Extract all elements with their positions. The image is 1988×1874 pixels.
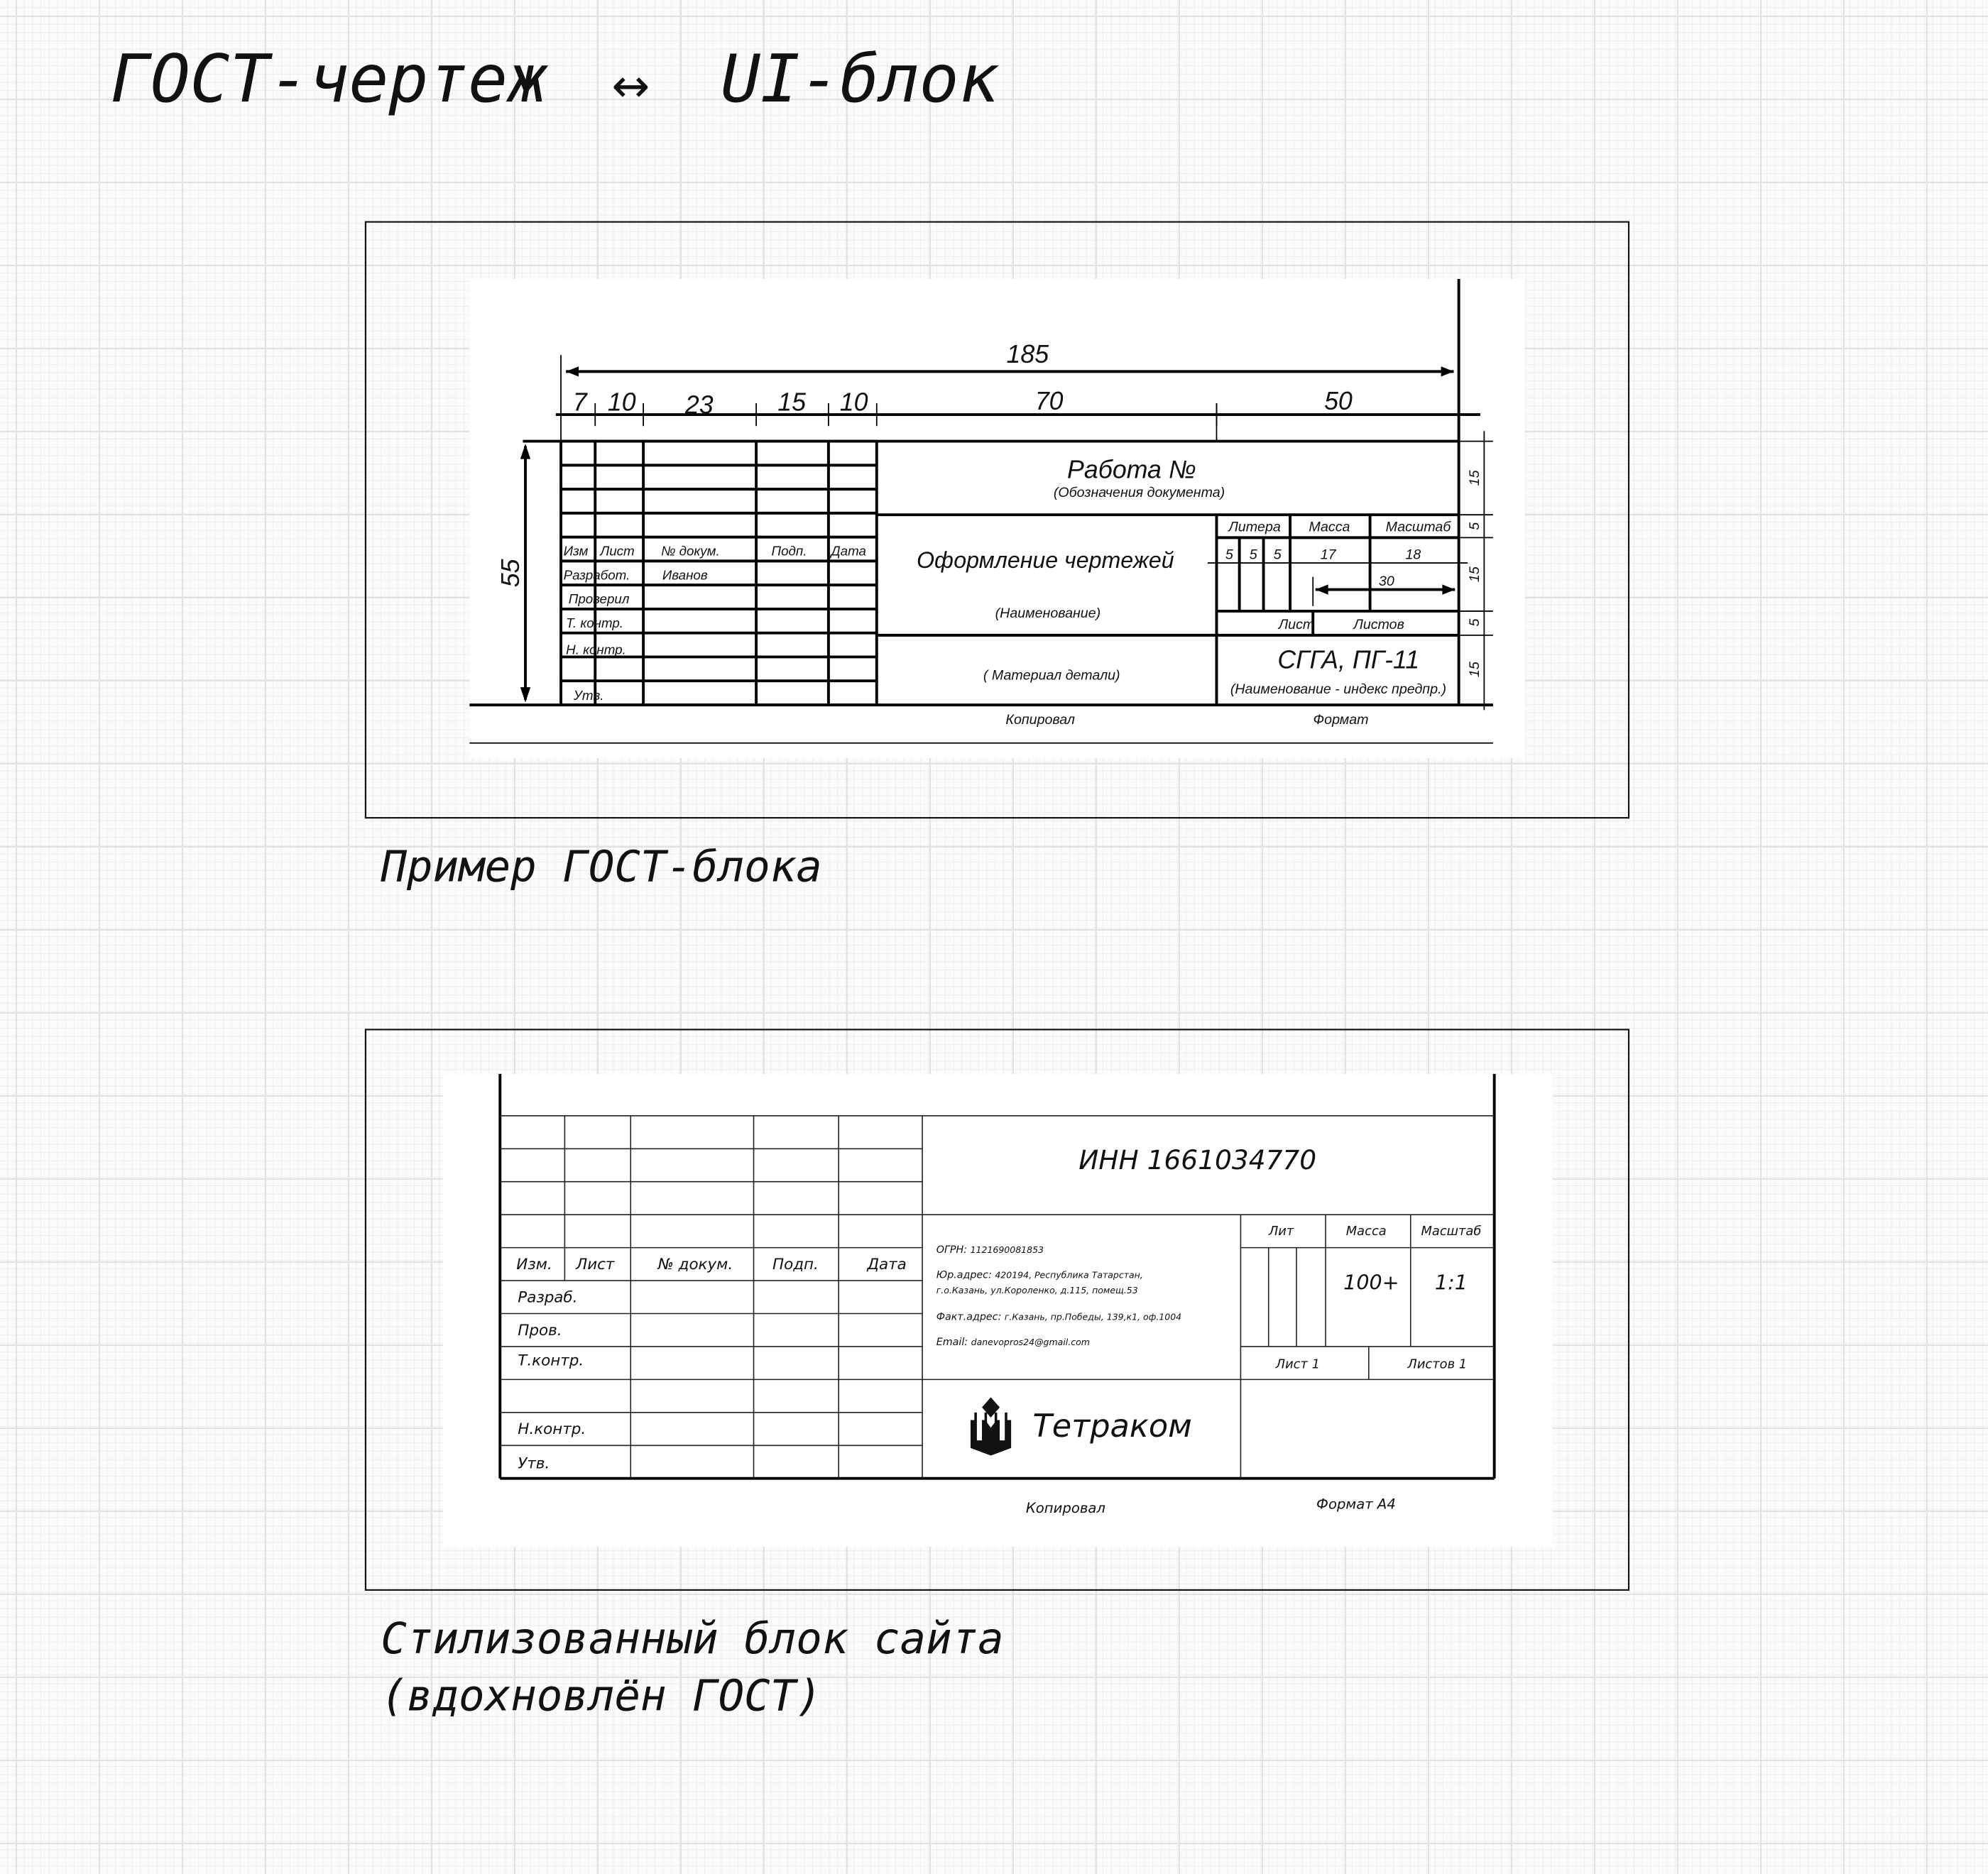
dim-row: 5 (1467, 522, 1482, 530)
site-block-lines (498, 1073, 1496, 1480)
site-format: Формат А4 (1316, 1496, 1396, 1513)
gost-sheet: Лист (1277, 617, 1315, 632)
dim-30: 30 (1379, 574, 1394, 589)
dim-row: 15 (1467, 662, 1482, 677)
page-title-right: UI-блок (721, 40, 999, 117)
inn: ИНН 1661034770 (1078, 1144, 1316, 1176)
arrowhead-icon (1442, 584, 1456, 595)
gost-org: СГГА, ПГ-11 (1277, 645, 1419, 674)
ogrn: ОГРН: 1121690081853 (936, 1244, 1044, 1256)
site-role: Разраб. (518, 1288, 577, 1306)
legal-address-2: г.о.Казань, ул.Короленко, д.115, помещ.5… (936, 1285, 1138, 1295)
gost-header: Лист (599, 543, 634, 558)
gost-copied: Копировал (1005, 712, 1075, 728)
company-name: Тетраком (1032, 1408, 1191, 1445)
dim-row: 5 (1467, 618, 1482, 626)
dim-sub: 18 (1405, 547, 1421, 563)
dim-col: 7 (573, 388, 588, 417)
site-block-image (442, 1073, 1553, 1547)
gost-developer: Иванов (662, 567, 708, 582)
dim-sub: 17 (1321, 547, 1337, 563)
gost-mass: Масса (1309, 519, 1350, 535)
dim-col: 70 (1035, 387, 1064, 415)
dim-sub: 5 (1250, 547, 1257, 563)
site-lit: Лит (1268, 1224, 1294, 1239)
dim-col: 23 (684, 390, 714, 419)
gost-org-sub: (Наименование - индекс предпр.) (1230, 681, 1446, 697)
gost-drawing-lines (469, 278, 1493, 744)
site-role: Н.контр. (518, 1420, 586, 1438)
dim-sub: 5 (1225, 547, 1233, 563)
dim-col: 10 (840, 388, 868, 417)
gost-example-image (469, 278, 1525, 759)
site-header: Лист (575, 1256, 615, 1273)
actual-address: Факт.адрес: г.Казань, пр.Победы, 139,к1,… (936, 1311, 1181, 1322)
gost-role: Н. контр. (566, 642, 626, 657)
arrow-icon: ↔ (611, 60, 650, 113)
site-block-frame (364, 1029, 1630, 1591)
gost-header: Изм (564, 543, 589, 558)
gost-role: Проверил (569, 591, 630, 606)
site-mass: Масса (1346, 1224, 1387, 1239)
gost-scale: Масштаб (1386, 519, 1452, 535)
gost-format: Формат (1314, 712, 1369, 728)
gost-title: Работа № (1067, 455, 1196, 483)
arrowhead-icon (520, 444, 531, 459)
site-copied: Копировал (1026, 1500, 1105, 1516)
site-scale: Масштаб (1421, 1224, 1481, 1239)
gost-name: Оформление чертежей (917, 547, 1174, 573)
gost-header: Дата (829, 543, 865, 558)
gost-role: Т. контр. (566, 615, 623, 630)
site-role: Утв. (518, 1454, 550, 1472)
scale-value: 1:1 (1435, 1271, 1468, 1295)
gost-header: Подп. (772, 543, 807, 558)
gost-example-caption: Пример ГОСТ-блока (380, 842, 821, 892)
email: Email: danevopros24@gmail.com (936, 1337, 1090, 1348)
page-title-left: ГОСТ-чертеж (111, 40, 549, 117)
mass-value: 100+ (1343, 1271, 1399, 1295)
site-header: Подп. (772, 1256, 819, 1273)
gost-material: ( Материал детали) (983, 667, 1120, 683)
site-header: Дата (866, 1256, 906, 1273)
gost-litera: Литера (1227, 519, 1281, 535)
dim-row: 15 (1467, 566, 1482, 582)
dim-col: 50 (1324, 387, 1353, 415)
site-sheets: Листов 1 (1407, 1357, 1467, 1371)
site-block-caption-line2: (вдохновлён ГОСТ) (381, 1672, 821, 1721)
dim-total: 185 (1007, 340, 1049, 368)
dim-height: 55 (496, 559, 525, 587)
site-role: Т.контр. (518, 1352, 584, 1370)
gost-role: Разработ. (564, 567, 630, 582)
gost-title-sub: (Обозначения документа) (1054, 485, 1225, 500)
gost-role: Утв. (573, 688, 604, 703)
gost-example-frame (364, 221, 1630, 819)
gost-sheets: Листов (1352, 617, 1404, 632)
arrowhead-icon (1441, 366, 1454, 377)
dim-col: 15 (777, 388, 806, 417)
site-sheet: Лист 1 (1275, 1357, 1320, 1371)
dim-col: 10 (608, 388, 636, 417)
arrowhead-icon (566, 366, 579, 377)
tetrakom-logo-icon (970, 1397, 1012, 1456)
dim-row: 15 (1467, 470, 1482, 486)
site-header: № докум. (657, 1256, 733, 1273)
arrowhead-icon (1315, 584, 1328, 595)
site-block-caption-line1: Стилизованный блок сайта (381, 1614, 1003, 1664)
gost-name-sub: (Наименование) (995, 606, 1101, 621)
dim-sub: 5 (1274, 547, 1282, 563)
site-role: Пров. (518, 1322, 562, 1339)
site-header: Изм. (516, 1256, 552, 1273)
gost-header: № докум. (661, 543, 720, 558)
arrowhead-icon (520, 687, 531, 703)
legal-address: Юр.адрес: 420194, Республика Татарстан, (936, 1269, 1143, 1281)
